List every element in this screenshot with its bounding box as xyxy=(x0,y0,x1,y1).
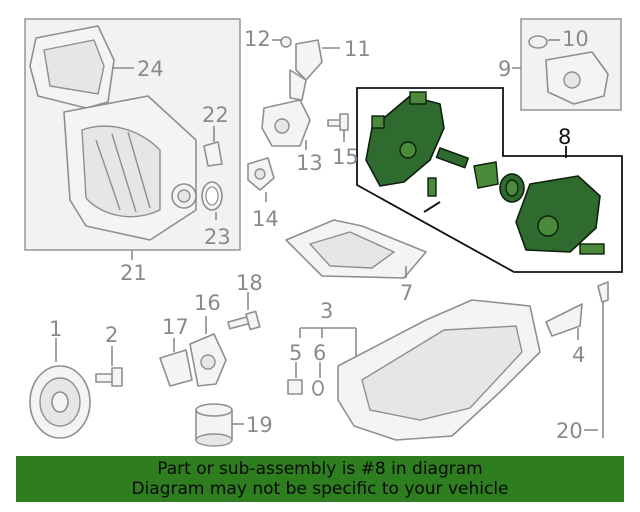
callout-5: 5 xyxy=(289,341,302,365)
notice-line-2: Diagram may not be specific to your vehi… xyxy=(131,479,509,499)
part-notice-banner: Part or sub-assembly is #8 in diagram Di… xyxy=(16,456,624,502)
callout-17: 17 xyxy=(162,315,189,339)
cap-part-22[interactable] xyxy=(203,126,223,167)
filter-housing-part-16[interactable] xyxy=(189,316,227,387)
callout-3: 3 xyxy=(320,299,333,323)
bolt-part-18[interactable] xyxy=(227,292,261,331)
callout-4: 4 xyxy=(572,343,585,367)
notice-line-1: Part or sub-assembly is #8 in diagram xyxy=(157,459,483,479)
gasket-part-17[interactable] xyxy=(159,338,193,387)
intake-manifold-part[interactable] xyxy=(63,95,197,241)
callout-21: 21 xyxy=(120,261,147,285)
washer-part-6[interactable] xyxy=(312,362,324,396)
callout-9: 9 xyxy=(498,57,511,81)
callout-18: 18 xyxy=(236,271,263,295)
callout-8: 8 xyxy=(558,125,571,149)
housing-part-13[interactable] xyxy=(261,99,311,150)
gasket-part-23[interactable] xyxy=(201,181,223,220)
callout-6: 6 xyxy=(313,341,326,365)
oil-pan-part-3[interactable] xyxy=(299,299,541,441)
callout-22: 22 xyxy=(202,103,229,127)
bracket-part-14[interactable] xyxy=(247,157,275,202)
engine-cover-part[interactable] xyxy=(29,25,134,109)
oil-filter-part-19[interactable] xyxy=(195,403,244,447)
oil-pump-assembly-8[interactable] xyxy=(365,91,605,255)
callout-24: 24 xyxy=(137,57,164,81)
callout-15: 15 xyxy=(332,145,359,169)
drain-plug-part-5[interactable] xyxy=(287,362,303,395)
bolt-part-2[interactable] xyxy=(95,346,123,387)
dipstick-part-20[interactable] xyxy=(584,281,609,438)
valve-part-12[interactable] xyxy=(272,36,292,48)
callout-12: 12 xyxy=(244,27,271,51)
callout-20: 20 xyxy=(556,419,583,443)
callout-2: 2 xyxy=(105,323,118,347)
callout-10: 10 xyxy=(562,27,589,51)
callout-13: 13 xyxy=(296,151,323,175)
callout-23: 23 xyxy=(204,225,231,249)
bolt-part-15[interactable] xyxy=(327,113,349,142)
callout-14: 14 xyxy=(252,207,279,231)
dipstick-tube-part-4[interactable] xyxy=(545,303,583,340)
callout-19: 19 xyxy=(246,413,273,437)
callout-16: 16 xyxy=(194,291,221,315)
seal-part-10[interactable] xyxy=(528,35,560,49)
callout-11: 11 xyxy=(344,37,371,61)
baffle-part-7[interactable] xyxy=(285,219,427,279)
crankshaft-pulley-part-1[interactable] xyxy=(29,338,91,439)
cover-part-9[interactable] xyxy=(512,51,609,105)
callout-7: 7 xyxy=(400,281,413,305)
solenoid-part-11[interactable] xyxy=(289,39,340,101)
callout-1: 1 xyxy=(49,317,62,341)
